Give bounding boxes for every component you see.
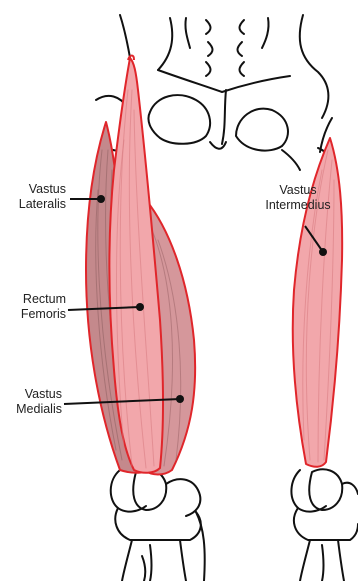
label-vastus-medialis-line1: Vastus	[6, 387, 62, 402]
label-vastus-lateralis-line1: Vastus	[6, 182, 66, 197]
label-rectum-femoris-line2: Femoris	[6, 307, 66, 322]
pointer-dot-vastus-medialis	[176, 395, 184, 403]
label-vastus-lateralis: Vastus Lateralis	[6, 182, 66, 212]
rectus-femoris-muscle	[110, 56, 164, 473]
label-vastus-intermedius-line1: Vastus	[248, 183, 348, 198]
right-knee-bones	[291, 469, 358, 581]
label-vastus-intermedius-line2: Intermedius	[248, 198, 348, 213]
label-rectum-femoris-line1: Rectum	[6, 292, 66, 307]
label-rectum-femoris: Rectum Femoris	[6, 292, 66, 322]
pointer-dot-vastus-intermedius	[319, 248, 327, 256]
label-vastus-medialis: Vastus Medialis	[6, 387, 62, 417]
pointer-dot-rectum-femoris	[136, 303, 144, 311]
label-vastus-lateralis-line2: Lateralis	[6, 197, 66, 212]
label-vastus-intermedius: Vastus Intermedius	[248, 183, 348, 213]
label-vastus-medialis-line2: Medialis	[6, 402, 62, 417]
pointer-dot-vastus-lateralis	[97, 195, 105, 203]
left-knee-bones	[111, 469, 205, 581]
